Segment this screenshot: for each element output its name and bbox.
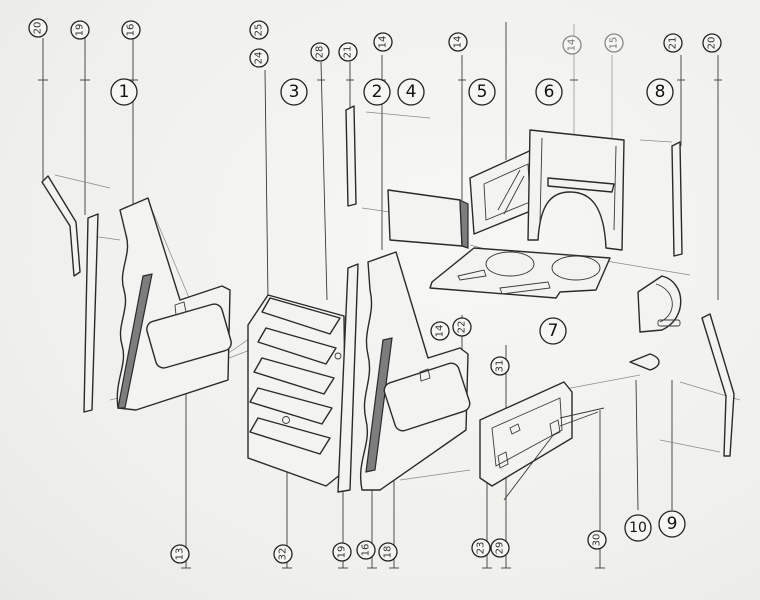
svg-text:16: 16 — [126, 24, 137, 37]
top-ref-14a: 14 — [373, 32, 393, 52]
part-2-right-side-panel — [360, 251, 471, 491]
bottom-reference-labels: 13 32 19 16 18 23 29 30 — [170, 530, 607, 564]
top-ref-20a: 20 — [28, 18, 48, 38]
svg-text:30: 30 — [592, 534, 603, 547]
bottom-ref-13: 13 — [170, 544, 190, 564]
mid-reference-labels: 14 22 31 — [430, 317, 510, 376]
svg-text:4: 4 — [406, 82, 417, 102]
part-1-left-side-panel — [116, 197, 232, 411]
svg-text:14: 14 — [435, 325, 446, 338]
part-label-2: 2 — [363, 78, 391, 106]
bottom-ref-19: 19 — [332, 542, 352, 562]
part-label-4: 4 — [397, 78, 425, 106]
part-label-3: 3 — [280, 78, 308, 106]
part-3-shelf-unit — [247, 294, 347, 487]
svg-text:23: 23 — [476, 542, 487, 555]
svg-text:3: 3 — [289, 82, 300, 102]
mid-ref-31: 31 — [490, 356, 510, 376]
svg-text:31: 31 — [495, 360, 506, 373]
part-label-8: 8 — [646, 78, 674, 106]
left-edge-strips — [41, 175, 99, 413]
svg-text:20: 20 — [707, 37, 718, 50]
svg-text:14: 14 — [453, 36, 464, 49]
top-ref-20b: 20 — [702, 33, 722, 53]
svg-text:14: 14 — [378, 36, 389, 49]
bottom-ref-30: 30 — [587, 530, 607, 550]
part-number-labels: 1 2 3 4 5 6 7 8 9 10 — [110, 78, 686, 542]
svg-text:32: 32 — [278, 548, 289, 561]
top-ref-14c: 14 — [562, 35, 582, 55]
top-reference-labels: 20 19 16 25 24 28 21 14 14 14 15 21 20 — [28, 18, 722, 68]
svg-text:8: 8 — [655, 82, 666, 102]
top-ref-21b: 21 — [663, 33, 683, 53]
svg-text:28: 28 — [315, 46, 326, 59]
svg-text:20: 20 — [33, 22, 44, 35]
svg-text:15: 15 — [609, 37, 620, 50]
svg-text:13: 13 — [175, 548, 186, 561]
svg-text:18: 18 — [383, 546, 394, 559]
bottom-ref-23: 23 — [471, 538, 491, 558]
part-6-arched-panel — [527, 129, 625, 251]
part-label-7: 7 — [539, 317, 567, 345]
svg-text:7: 7 — [548, 321, 559, 341]
svg-text:21: 21 — [668, 37, 679, 50]
svg-text:19: 19 — [75, 24, 86, 37]
top-ref-21a: 21 — [338, 42, 358, 62]
part-label-6: 6 — [535, 78, 563, 106]
svg-text:29: 29 — [495, 542, 506, 555]
svg-text:1: 1 — [119, 82, 130, 102]
part-4-back-panel — [387, 189, 469, 249]
bottom-ref-29: 29 — [490, 538, 510, 558]
top-ref-15: 15 — [604, 33, 624, 53]
svg-text:14: 14 — [567, 39, 578, 52]
top-ref-24: 24 — [249, 48, 269, 68]
part-8-curved-bin — [637, 141, 683, 333]
top-ref-16: 16 — [121, 20, 141, 40]
mid-ref-22: 22 — [452, 317, 472, 337]
svg-text:22: 22 — [457, 321, 468, 334]
part-label-9: 9 — [658, 510, 686, 538]
bottom-ref-18: 18 — [378, 542, 398, 562]
svg-text:6: 6 — [544, 82, 555, 102]
part-label-10: 10 — [624, 514, 652, 542]
part-label-1: 1 — [110, 78, 138, 106]
svg-text:2: 2 — [372, 82, 383, 102]
top-ref-19: 19 — [70, 20, 90, 40]
svg-text:24: 24 — [254, 52, 265, 65]
bottom-ref-16: 16 — [356, 540, 376, 560]
svg-text:5: 5 — [477, 82, 488, 102]
svg-text:10: 10 — [629, 520, 647, 536]
svg-text:9: 9 — [667, 514, 678, 534]
top-ref-14b: 14 — [448, 32, 468, 52]
svg-text:16: 16 — [361, 544, 372, 557]
svg-text:21: 21 — [343, 46, 354, 59]
svg-text:25: 25 — [254, 24, 265, 37]
top-ref-25: 25 — [249, 20, 269, 40]
svg-text:19: 19 — [337, 546, 348, 559]
part-7-table-top — [429, 247, 611, 299]
mid-ref-14: 14 — [430, 321, 450, 341]
part-10-part-9 — [629, 313, 735, 457]
vertical-rods — [337, 105, 359, 493]
bottom-ref-32: 32 — [273, 544, 293, 564]
top-ref-28: 28 — [310, 42, 330, 62]
part-label-5: 5 — [468, 78, 496, 106]
drawer-front — [479, 381, 605, 501]
